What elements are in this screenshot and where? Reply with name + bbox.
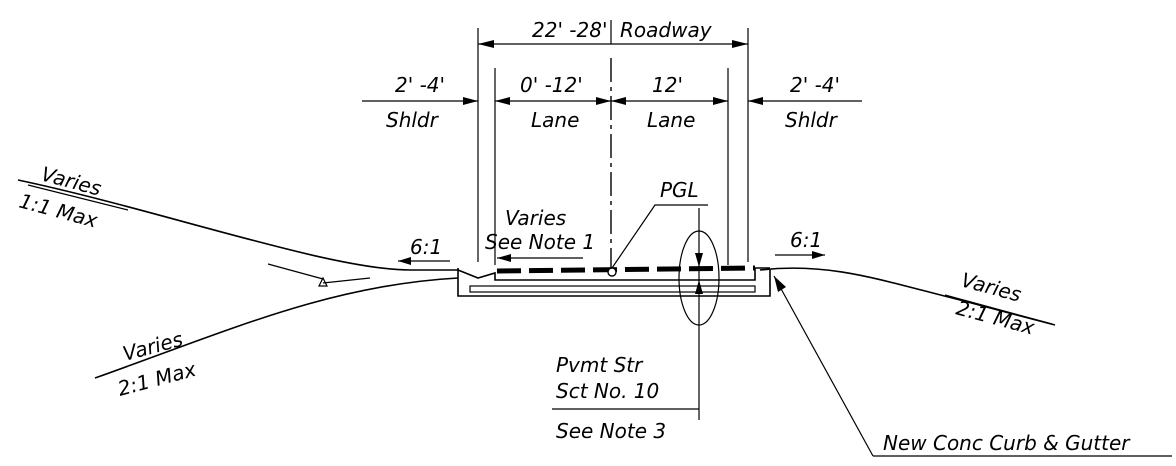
right-ratio: 6:1 <box>775 228 825 259</box>
left-lane-width-label: 0' -12' <box>520 73 583 97</box>
right-shoulder-width-label: 2' -4' <box>790 73 840 97</box>
pvmt-str-label: Pvmt Str <box>556 353 644 377</box>
lane-shoulder-dimensions: 2' -4' Shldr 0' -12' Lane 12' Lane 2' -4… <box>362 68 862 265</box>
roadway-label: Roadway <box>620 18 713 42</box>
right-lane-width-label: 12' <box>652 73 683 97</box>
right-lane-label: Lane <box>647 108 695 132</box>
left-ratio-label: 6:1 <box>410 235 442 259</box>
note1-varies-label: Varies <box>505 206 566 230</box>
ground-lines <box>17 179 1056 379</box>
left-shoulder-width-label: 2' -4' <box>395 73 445 97</box>
curb-gutter-callout: New Conc Curb & Gutter <box>773 275 1172 457</box>
pgl-point <box>607 267 617 277</box>
pavement-section <box>457 265 771 297</box>
left-lower-varies-label: Varies <box>120 327 185 366</box>
left-ratio: 6:1 <box>398 235 450 265</box>
triangle-icon <box>318 276 328 287</box>
curb-gutter-label: New Conc Curb & Gutter <box>883 431 1131 455</box>
sct-no-label: Sct No. 10 <box>556 379 659 403</box>
roadway-width-label: 22' -28' <box>532 18 607 42</box>
pgl-label: PGL <box>660 178 699 202</box>
note-1: Varies See Note 1 <box>485 206 595 262</box>
ditch-leader <box>267 263 371 287</box>
right-max-label: 2:1 Max <box>954 296 1038 340</box>
right-slope-labels: Varies 2:1 Max <box>944 268 1053 340</box>
see-note-3-label: See Note 3 <box>556 419 666 443</box>
right-ratio-label: 6:1 <box>790 228 822 252</box>
pgl-leader: PGL <box>611 178 708 269</box>
pavement-structure-callout: Pvmt Str Sct No. 10 See Note 3 <box>552 208 720 443</box>
left-lower-slope-labels: Varies 2:1 Max <box>115 327 199 401</box>
right-shoulder-label: Shldr <box>785 108 839 132</box>
roadway-dimension: 22' -28' Roadway <box>477 18 749 262</box>
left-upper-slope-labels: Varies 1:1 Max <box>17 162 129 233</box>
left-lane-label: Lane <box>531 108 579 132</box>
see-note-1-label: See Note 1 <box>485 230 595 254</box>
left-shoulder-label: Shldr <box>386 108 440 132</box>
